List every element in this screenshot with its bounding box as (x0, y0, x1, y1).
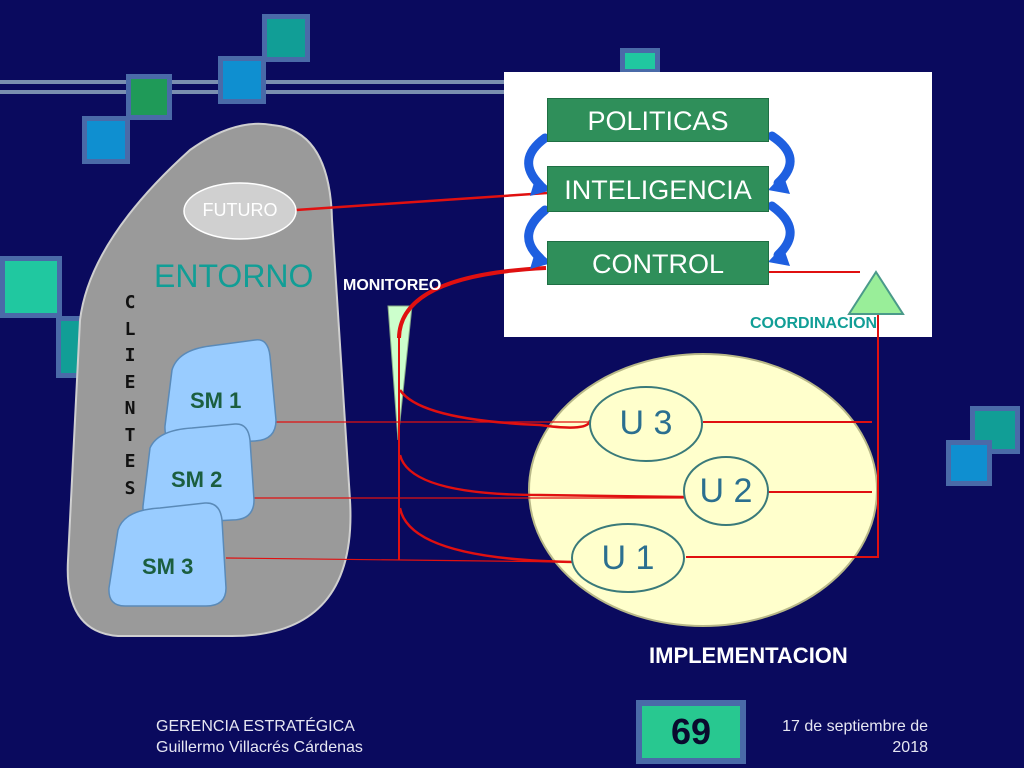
clientes-letter: E (124, 451, 136, 472)
monitoreo-label: MONITOREO (343, 277, 442, 294)
footer-date-line2: 2018 (892, 739, 928, 756)
unit-ellipse-u2 (683, 456, 769, 526)
cycle-arrow-right (767, 131, 795, 188)
cycle-arrow-head (768, 246, 790, 266)
futuro-ellipse (183, 182, 297, 240)
page-number: 69 (670, 711, 712, 752)
cycle-arrow-right (767, 201, 795, 260)
decorative-square (262, 14, 310, 62)
unit-ellipse-u1 (571, 523, 685, 593)
footer-date-line1: 17 de septiembre de (782, 718, 928, 735)
implementacion-label: IMPLEMENTACION (649, 643, 848, 668)
u1-label: U 1 (601, 539, 655, 577)
u3-label: U 3 (619, 404, 673, 442)
cycle-arrow-head (530, 176, 552, 196)
sm3-label: SM 3 (142, 554, 194, 579)
footer-course: GERENCIA ESTRATÉGICA (156, 718, 355, 735)
clientes-letter: C (124, 292, 136, 313)
clientes-letter: I (124, 345, 136, 366)
u2-label: U 2 (699, 472, 753, 510)
cycle-arrow-head (768, 174, 790, 194)
clientes-letter: S (124, 477, 136, 499)
decorative-square (620, 48, 660, 74)
decorative-square (946, 440, 992, 486)
clientes-letter: L (124, 318, 136, 340)
control-box: CONTROL (547, 241, 769, 285)
politicas-box: POLITICAS (547, 98, 769, 142)
clientes-letter: N (124, 398, 136, 419)
inteligencia-box: INTELIGENCIA (547, 166, 769, 212)
cycle-arrow-heads (530, 174, 790, 269)
decorative-square (126, 74, 172, 120)
sm2-label: SM 2 (171, 467, 223, 492)
coordination-triangle (847, 270, 905, 315)
cycle-arrow-head (530, 249, 552, 269)
unit-ellipse-u3 (589, 386, 703, 462)
decorative-square (218, 56, 266, 104)
coordinacion-label: COORDINACION (750, 315, 878, 332)
sm1-label: SM 1 (190, 388, 242, 413)
decorative-square (82, 116, 130, 164)
segment-shape-sm3 (108, 502, 227, 607)
clientes-letter: T (124, 424, 136, 446)
clientes-label: C L I E N T E S (112, 290, 148, 502)
clientes-letter: E (124, 371, 136, 393)
futuro-label: FUTURO (202, 200, 278, 220)
page-number-box: 69 (636, 700, 746, 764)
decorative-square (970, 406, 1020, 454)
entorno-label: ENTORNO (154, 258, 314, 294)
footer-author: Guillermo Villacrés Cárdenas (156, 739, 363, 756)
connectors (225, 191, 879, 564)
decorative-square (0, 256, 62, 318)
